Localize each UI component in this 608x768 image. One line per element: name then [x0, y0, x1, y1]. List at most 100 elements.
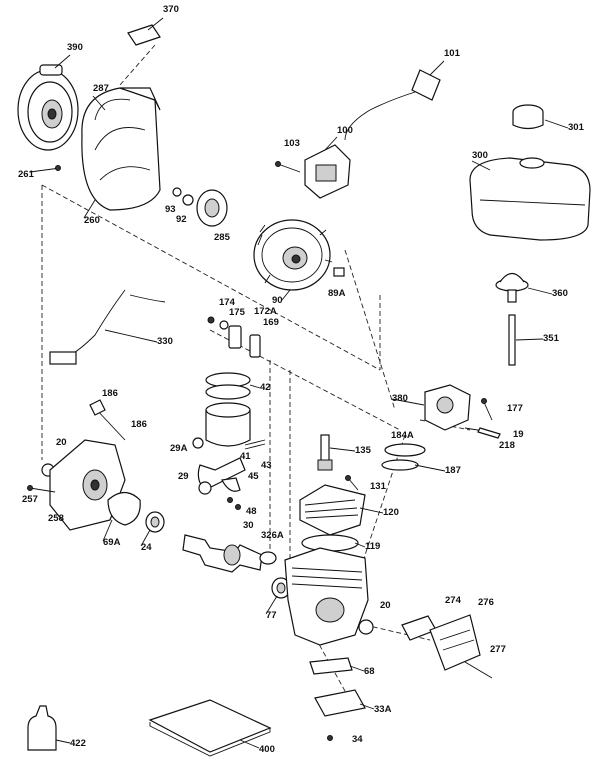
- part-370-decal: [127, 24, 161, 46]
- part-29A-clip: [192, 437, 204, 449]
- part-label-p89A: 89A: [328, 288, 346, 299]
- part-label-p20b: 20: [380, 600, 391, 611]
- part-label-p287: 287: [93, 83, 109, 94]
- part-cylinder-block: [284, 547, 369, 646]
- part-label-p258: 258: [48, 513, 64, 524]
- part-label-p42: 42: [260, 382, 271, 393]
- part-101-spark-boot: [344, 69, 441, 141]
- part-label-p218: 218: [499, 440, 515, 451]
- part-label-p276: 276: [478, 597, 494, 608]
- part-119-head-gasket: [301, 534, 359, 552]
- part-41-wrist-pin: [244, 439, 266, 450]
- part-label-p29A: 29A: [170, 443, 188, 454]
- part-label-p169: 169: [263, 317, 279, 328]
- part-177-screw: [481, 398, 493, 421]
- part-135-spark-plug: [317, 434, 333, 471]
- part-label-p41: 41: [240, 451, 251, 462]
- part-label-p174: 174: [219, 297, 236, 308]
- part-label-p261: 261: [18, 169, 35, 180]
- part-351-primer-line: [508, 314, 516, 366]
- part-276-muffler: [429, 614, 481, 671]
- part-label-p131: 131: [370, 481, 387, 492]
- part-label-p69A: 69A: [103, 537, 121, 548]
- part-330-throttle-cable: [49, 289, 166, 365]
- part-label-p370: 370: [163, 4, 179, 15]
- part-label-p119: 119: [365, 541, 380, 552]
- part-261-screw: [29, 165, 61, 173]
- part-piston: [205, 402, 251, 447]
- part-label-p177: 177: [507, 403, 523, 414]
- part-19-218-spring-screw: [464, 427, 501, 439]
- part-label-p45: 45: [248, 471, 259, 482]
- part-187-gasket: [381, 459, 419, 471]
- part-103-screw: [275, 161, 301, 173]
- part-33A-base-plate: [314, 689, 366, 717]
- part-258-crankcase-cover: [49, 439, 126, 531]
- part-29-connecting-rod: [197, 457, 246, 495]
- part-label-p380: 380: [392, 393, 408, 404]
- part-277-muffler-screw: [464, 661, 493, 679]
- part-label-p326A: 326A: [261, 530, 284, 541]
- part-label-p184A: 184A: [391, 430, 414, 441]
- part-77-seal: [271, 577, 291, 599]
- part-45-rod-cap: [221, 477, 241, 492]
- part-274-muffler-gasket: [401, 615, 437, 641]
- part-label-p351: 351: [543, 333, 560, 344]
- part-label-p100: 100: [337, 125, 353, 136]
- part-42-piston-rings: [205, 372, 251, 400]
- part-100-ignition-module: [304, 144, 351, 199]
- part-label-p48: 48: [246, 506, 257, 517]
- part-30-crankshaft: [182, 534, 263, 573]
- part-label-p19: 19: [513, 429, 524, 440]
- part-285-starter-cup: [196, 189, 228, 227]
- part-90-flywheel: [253, 219, 333, 291]
- part-68-gasket: [309, 657, 353, 675]
- part-label-p187: 187: [445, 465, 461, 476]
- part-label-p101: 101: [444, 48, 461, 59]
- part-label-p186: 186: [102, 388, 118, 399]
- part-label-p360: 360: [552, 288, 568, 299]
- part-34-screw: [327, 735, 333, 741]
- part-380-carburetor: [424, 384, 471, 431]
- part-186-governor: [89, 399, 126, 441]
- part-label-p257: 257: [22, 494, 38, 505]
- part-label-p300: 300: [472, 150, 488, 161]
- part-label-p274: 274: [445, 595, 462, 606]
- part-label-p400: 400: [259, 744, 275, 755]
- part-89A-flywheel-key: [333, 267, 345, 277]
- part-390-recoil-starter: [17, 64, 79, 151]
- part-120-cylinder-head: [299, 484, 366, 536]
- part-174-175-screws: [207, 316, 229, 330]
- part-label-p260: 260: [84, 215, 100, 226]
- part-label-p24: 24: [141, 542, 152, 553]
- part-300-fuel-tank: [469, 157, 591, 241]
- part-label-p30: 30: [243, 520, 254, 531]
- part-48-rod-screws: [227, 497, 241, 510]
- part-184A-gasket: [384, 443, 426, 457]
- part-20-seal-right: [358, 619, 374, 635]
- part-326A-bearing: [259, 551, 277, 565]
- part-label-p77: 77: [266, 610, 277, 621]
- part-label-p135: 135: [355, 445, 372, 456]
- part-label-p103: 103: [284, 138, 300, 149]
- part-label-p301: 301: [568, 122, 585, 133]
- part-label-p172A: 172A: [254, 306, 277, 317]
- part-label-p277: 277: [490, 644, 506, 655]
- part-label-p43: 43: [261, 460, 272, 471]
- part-400-manual: [148, 699, 272, 757]
- part-label-p422: 422: [70, 738, 86, 749]
- part-360-primer: [495, 272, 529, 303]
- part-label-p93: 93: [165, 204, 176, 215]
- part-24-bearing: [145, 511, 165, 533]
- leader-lines: [54, 17, 569, 749]
- part-label-p285: 285: [214, 232, 231, 243]
- part-label-p33A: 33A: [374, 704, 392, 715]
- part-label-p34: 34: [352, 734, 363, 745]
- part-label-p90: 90: [272, 295, 283, 306]
- part-label-p390: 390: [67, 42, 83, 53]
- part-label-p92: 92: [176, 214, 187, 225]
- part-label-p120: 120: [383, 507, 399, 518]
- part-label-p68: 68: [364, 666, 375, 677]
